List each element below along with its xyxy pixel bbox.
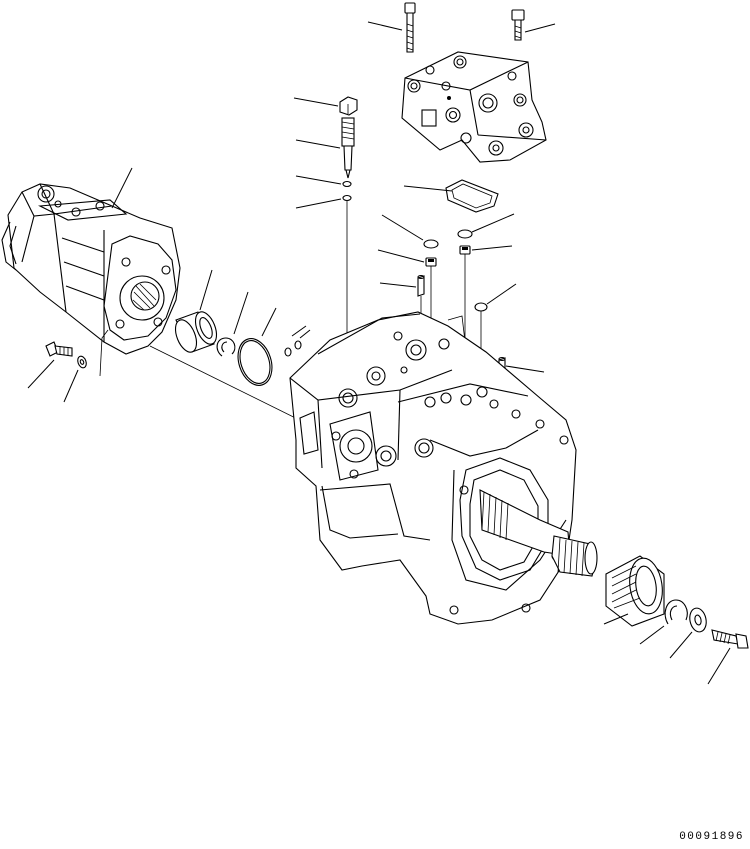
adjust-screw[interactable] xyxy=(295,117,355,179)
gear-pump[interactable] xyxy=(1,167,181,355)
coupling-sleeve[interactable] xyxy=(171,269,220,355)
thrust-washer[interactable] xyxy=(669,607,708,659)
drive-shaft[interactable] xyxy=(479,489,598,577)
plug-nut[interactable] xyxy=(293,96,358,116)
bearing[interactable] xyxy=(603,555,666,627)
pump-washer[interactable] xyxy=(63,329,109,403)
large-o-ring-left[interactable] xyxy=(232,307,277,390)
small-o-ring[interactable] xyxy=(295,175,352,188)
o-ring-top-left[interactable] xyxy=(381,214,439,249)
o-ring-right-small[interactable] xyxy=(474,283,517,400)
snap-ring-left[interactable] xyxy=(216,291,249,357)
control-valve-block[interactable] xyxy=(401,51,547,163)
valve-bolt-left[interactable] xyxy=(367,2,416,53)
main-pump-case[interactable] xyxy=(289,311,577,625)
valve-bolt-right[interactable] xyxy=(511,9,556,41)
small-o-rings-pair[interactable] xyxy=(284,325,311,357)
drawing-number: 00091896 xyxy=(679,831,744,843)
snap-ring-right[interactable] xyxy=(639,599,688,645)
pump-bolt[interactable] xyxy=(27,341,73,389)
valve-gasket[interactable] xyxy=(403,179,499,213)
shaft-bolt[interactable] xyxy=(707,629,749,685)
o-ring-long-lead[interactable] xyxy=(295,194,352,399)
o-ring-top-right[interactable] xyxy=(457,213,515,239)
